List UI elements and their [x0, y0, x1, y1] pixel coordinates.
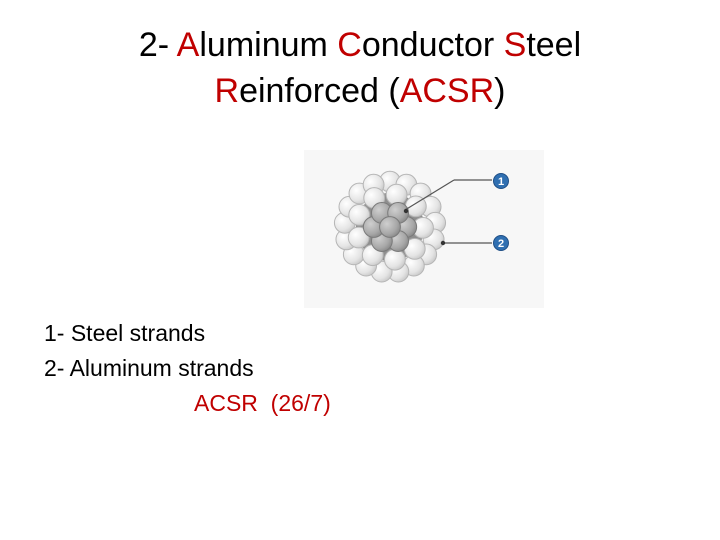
- title-acronym: ACSR: [399, 72, 495, 110]
- strand-group: [333, 170, 447, 283]
- leader-line-1: [404, 179, 455, 211]
- aluminum-strand-inner: [385, 183, 408, 206]
- title-initial-r: R: [214, 72, 240, 110]
- title-initial-c: C: [337, 26, 362, 64]
- body-list: 1- Steel strands 2- Aluminum strands ACS…: [44, 316, 684, 421]
- title-line-1: 2- Aluminum Conductor Steel: [60, 22, 660, 68]
- leader-dot-2: [440, 240, 446, 246]
- steel-strand-center: [379, 216, 401, 238]
- title-word-steel-rest: teel: [526, 26, 582, 64]
- acsr-cross-section-svg: 1 2: [304, 150, 544, 308]
- acsr-designation: ACSR (26/7): [194, 390, 331, 416]
- title-line-2: Reinforced (ACSR): [60, 68, 660, 114]
- leader-dot-1: [403, 208, 409, 214]
- aluminum-strand-inner: [348, 204, 371, 226]
- title-close-paren: ): [494, 72, 506, 110]
- aluminum-strand-inner: [347, 226, 370, 249]
- callout-label-2: 2: [498, 238, 504, 250]
- callout-group: 1 2: [403, 173, 509, 251]
- title-initial-s: S: [503, 26, 527, 64]
- title-word-reinforced-rest: einforced (: [239, 72, 400, 110]
- callout-badge-2: [493, 235, 509, 251]
- acsr-cross-section-diagram: 1 2: [304, 150, 544, 308]
- slide-title: 2- Aluminum Conductor Steel Reinforced (…: [60, 22, 660, 114]
- title-prefix: 2-: [138, 26, 177, 64]
- callout-label-1: 1: [498, 176, 504, 188]
- aluminum-strand-inner: [384, 248, 406, 271]
- title-initial-a: A: [176, 26, 200, 64]
- list-item-steel-strands: 1- Steel strands: [44, 320, 206, 346]
- title-word-conductor-rest: onductor: [361, 26, 504, 64]
- callout-badge-1: [493, 173, 509, 189]
- list-item-aluminum-strands: 2- Aluminum strands: [44, 355, 254, 381]
- title-word-aluminum-rest: luminum: [199, 26, 338, 64]
